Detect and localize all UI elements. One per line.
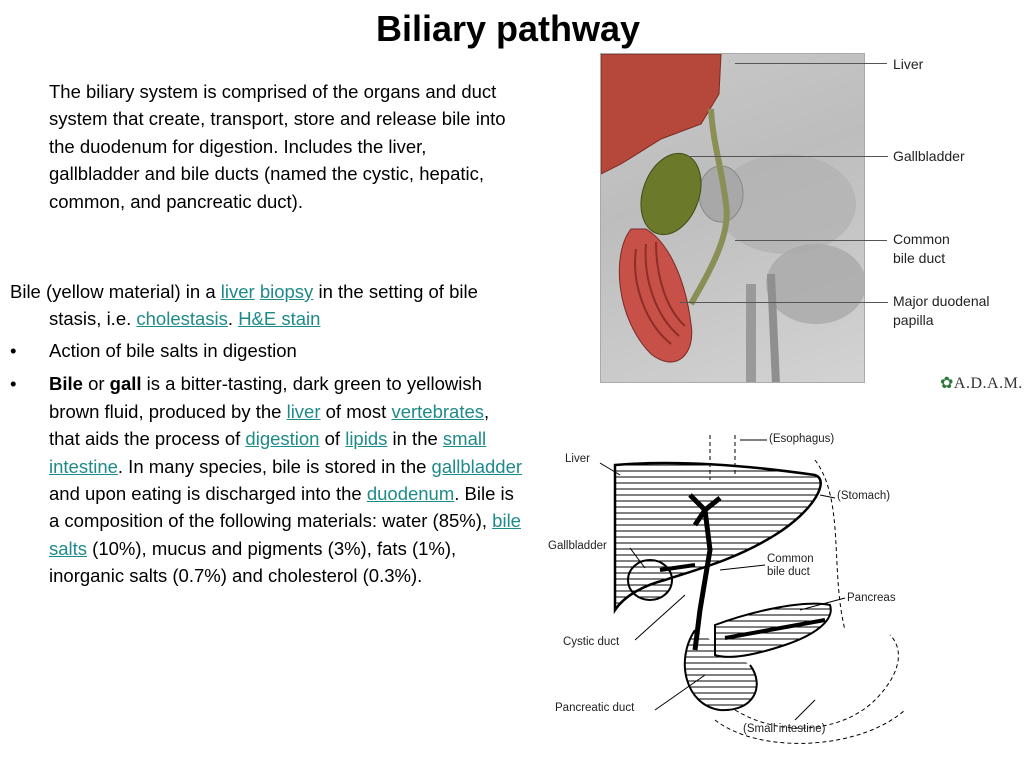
label-major-duodenal-papilla: Major duodenal papilla [893,292,990,330]
papilla-leader-line [680,302,888,303]
bullet-item: • Action of bile salts in digestion [10,337,525,364]
schematic-label-esophagus: (Esophagus) [769,433,835,445]
liver-leader-line [735,63,887,64]
credit-text: A.D.A.M. [953,375,1023,392]
bullet-dot: • [10,340,17,361]
duodenum-shape [618,228,693,363]
slide-title: Biliary pathway [375,8,641,49]
bullet-list: • Action of bile salts in digestion • Bi… [10,337,525,596]
schematic-drawing [599,435,906,744]
schematic-pancreatic-duct [724,618,826,640]
link-biopsy[interactable]: biopsy [259,281,314,302]
bold-term-gall: gall [109,373,142,395]
schematic-label-pancreas: Pancreas [847,592,896,604]
bold-term-bile: Bile [49,373,83,395]
text: is a bitter-tasting, dark green to yello… [49,373,482,422]
gallbladder-shape [640,152,702,236]
text: of [319,428,346,450]
bullet-item: • Bile or gall is a bitter-tasting, dark… [10,370,525,589]
text: . [227,308,239,330]
label-line: Major duodenal [893,293,990,309]
label-line: papilla [893,312,934,328]
label-line: Common [893,231,950,247]
gallbladder-leader-line [688,156,888,157]
link-liver[interactable]: liver [286,400,321,422]
leaf-icon: ✿ [940,375,954,392]
bullet-dot: • [10,373,17,395]
text: (10%), mucus and pigments (3%), fats (1%… [49,537,457,587]
text: . In many species, bile is stored in the [117,455,432,477]
biliary-schematic: (Esophagus) Liver (Stomach) Gallbladder … [545,420,925,765]
link-he-stain[interactable]: H&E stain [238,308,321,330]
schematic-bile-duct [688,493,722,651]
schematic-label-gallbladder: Gallbladder [548,540,607,552]
text: in the setting of bile stasis, i.e. [49,281,478,330]
label-line: Common [767,553,814,565]
link-digestion[interactable]: digestion [245,428,320,450]
label-line: bile duct [767,566,810,578]
schematic-gallbladder [627,559,673,601]
text: Bile (yellow material) in a [10,281,221,302]
bile-biopsy-paragraph: Bile (yellow material) in a liver biopsy… [10,278,525,333]
schematic-label-cystic-duct: Cystic duct [563,636,620,648]
label-liver: Liver [893,56,924,72]
text: . Bile is a composition of the following… [49,483,514,532]
link-cholestasis[interactable]: cholestasis [136,308,228,330]
schematic-label-common-bile-duct: Common bile duct [767,553,814,579]
link-gallbladder[interactable]: gallbladder [431,455,523,477]
anatomy-drawing [601,54,864,382]
bullet-text: Action of bile salts in digestion [49,340,297,361]
intro-paragraph: The biliary system is comprised of the o… [49,81,506,212]
link-bile-salts[interactable]: bile salts [49,510,521,559]
schematic-label-small-intestine: (Small intestine) [743,723,826,735]
label-line: bile duct [893,250,946,266]
stomach-shape [716,154,856,254]
schematic-duodenum [683,629,758,712]
link-lipids[interactable]: lipids [345,428,388,450]
text: , that aids the process of [49,400,490,450]
liver-shape [601,54,721,174]
pancreas-shape [766,244,864,324]
schematic-label-liver: Liver [565,453,590,465]
text: of most [320,400,392,422]
link-liver[interactable]: liver [220,281,255,302]
link-vertebrates[interactable]: vertebrates [391,400,484,422]
label-common-bile-duct: Common bile duct [893,230,950,268]
schematic-label-stomach: (Stomach) [837,490,891,502]
common-bile-duct-leader-line [735,240,887,241]
adam-credit-logo: ✿A.D.A.M. [940,373,1023,393]
link-small-intestine[interactable]: small intestine [49,428,487,477]
common-bile-duct-shape [688,108,730,306]
link-duodenum[interactable]: duodenum [366,483,455,505]
schematic-label-pancreatic-duct: Pancreatic duct [555,702,635,714]
text: or [82,373,110,395]
text: and upon eating is discharged into the [49,483,367,505]
text: in the [387,428,443,450]
anatomy-illustration [600,53,865,383]
label-gallbladder: Gallbladder [893,148,965,164]
